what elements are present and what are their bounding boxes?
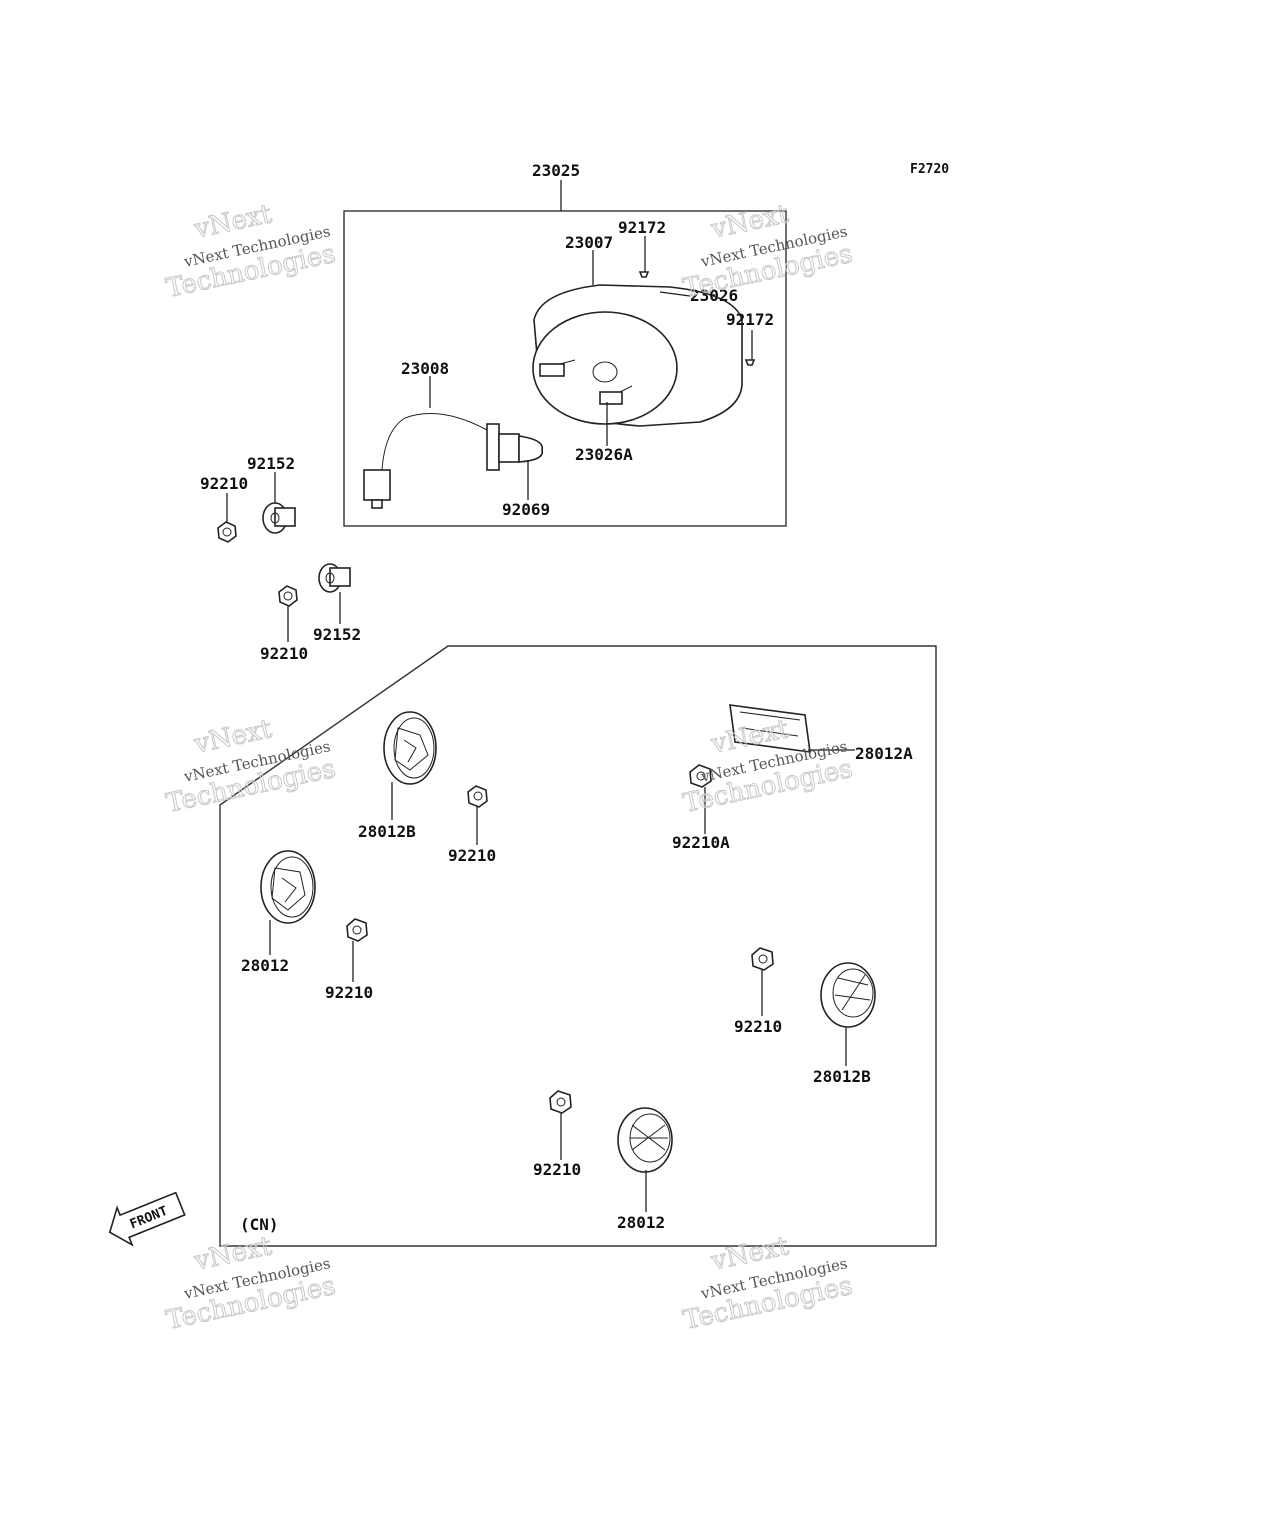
label-92172-top: 92172 [618,218,666,237]
reflector-icon [260,850,316,924]
label-23008: 23008 [401,359,449,378]
cn-assembly-frame [219,645,937,1247]
reflector-icon [617,1107,673,1173]
headlight-assembly-icon [532,284,743,427]
label-28012-b: 28012 [617,1213,665,1232]
reflector-icon [729,704,811,753]
watermark-mid-left: vNext vNext Technologies Technologies [163,714,339,820]
watermark-bottom-left: vNext vNext Technologies Technologies [163,1231,339,1337]
label-92210A: 92210A [672,833,730,852]
watermark-top-left: vNext vNext Technologies Technologies [163,199,339,305]
label-28012A: 28012A [855,744,913,763]
nut-icon [549,1090,572,1114]
label-92152-a: 92152 [247,454,295,473]
collar-icon [318,563,351,593]
label-92172-right: 92172 [726,310,774,329]
nut-icon [346,918,368,942]
label-92069: 92069 [502,500,550,519]
watermark-mid-right: vNext vNext Technologies Technologies [680,714,856,820]
label-92210-a: 92210 [200,474,248,493]
label-28012-a: 28012 [241,956,289,975]
label-92210-d: 92210 [325,983,373,1002]
label-92210-c: 92210 [448,846,496,865]
watermark-bottom-right: vNext vNext Technologies Technologies [680,1231,856,1337]
label-23026: 23026 [690,286,738,305]
label-92210-e: 92210 [734,1017,782,1036]
label-92210-f: 92210 [533,1160,581,1179]
bulb-socket-icon [363,413,544,509]
label-28012B-a: 28012B [358,822,416,841]
diagram-code: F2720 [910,162,949,177]
reflector-icon [383,711,437,785]
cn-note: (CN) [240,1215,279,1234]
nut-icon [467,785,488,808]
screw-icon [638,271,650,278]
screw-icon [744,359,756,366]
label-23025: 23025 [532,161,580,180]
nut-icon [751,947,774,971]
label-92152-b: 92152 [313,625,361,644]
front-arrow-icon: FRONT [108,1191,186,1247]
collar-icon [262,502,296,534]
watermark-top-right: vNext vNext Technologies Technologies [680,199,856,305]
label-92210-b: 92210 [260,644,308,663]
label-23007: 23007 [565,233,613,252]
nut-icon [689,764,712,788]
headlight-assembly-frame [343,210,787,527]
nut-icon [278,585,298,607]
reflector-icon [820,962,876,1028]
label-28012B-b: 28012B [813,1067,871,1086]
label-23026A: 23026A [575,445,633,464]
nut-icon [217,521,237,543]
